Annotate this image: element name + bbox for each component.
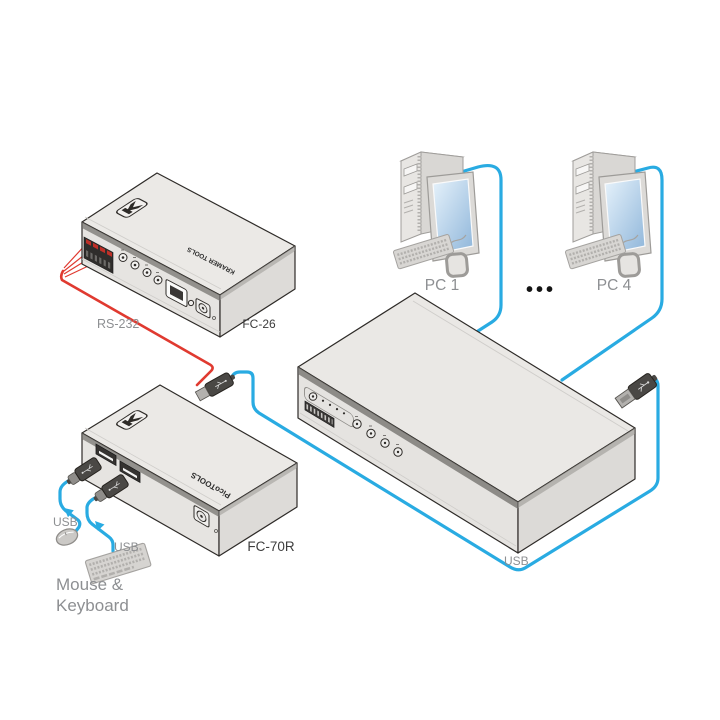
fc26-front-bevel bbox=[82, 222, 220, 301]
keyboard-cable-arrow-icon bbox=[95, 521, 105, 531]
keyboard bbox=[84, 542, 152, 585]
rs232-cable-label: RS-232 bbox=[97, 317, 139, 331]
pc4-usb-cable bbox=[560, 165, 664, 382]
fc70r-label: FC-70R bbox=[247, 539, 295, 554]
usb-cables bbox=[230, 163, 664, 572]
fc26-front-seam bbox=[81, 258, 221, 333]
usb-main-label: USB bbox=[504, 554, 529, 568]
rs232-wire-fan bbox=[63, 241, 104, 278]
fc26-power-jack bbox=[195, 298, 211, 319]
usb-keyboard-label: USB bbox=[114, 540, 139, 554]
usb-plug-fc70r-rear bbox=[194, 372, 235, 402]
fc26-screw bbox=[212, 316, 216, 320]
switcher-front-seam bbox=[299, 412, 517, 547]
switcher-right-bevel bbox=[518, 428, 635, 508]
switcher-lid-seam bbox=[412, 300, 629, 432]
mouse-keyboard-label-line1: Mouse & bbox=[56, 575, 124, 594]
fc70r-front-bevel bbox=[82, 433, 219, 517]
fc26-right-bevel bbox=[220, 246, 295, 300]
pc-ellipsis: ••• bbox=[526, 279, 556, 301]
fc26-ir-jacks bbox=[118, 249, 163, 285]
switcher-unit bbox=[297, 292, 636, 554]
pc1-label: PC 1 bbox=[425, 277, 459, 294]
fc26-terminal-block bbox=[83, 236, 114, 274]
mouse bbox=[55, 528, 79, 546]
fc26-ethernet-port bbox=[165, 279, 188, 307]
fc70r-unit: PicoTOOLS bbox=[81, 384, 298, 557]
switcher-terminal-block bbox=[304, 400, 335, 428]
fc26-unit: KRAMER TOOLS bbox=[81, 172, 296, 338]
switcher-buttons bbox=[352, 416, 403, 457]
usb-plug-switcher bbox=[614, 373, 658, 409]
fc26-label: FC-26 bbox=[242, 317, 276, 331]
usb-mouse-label: USB bbox=[53, 515, 78, 529]
fc70r-switcher-usb-cable bbox=[230, 370, 660, 572]
fc70r-screw bbox=[214, 529, 218, 533]
switcher-right-face bbox=[517, 427, 636, 554]
keyboard-usb-cable bbox=[85, 495, 115, 553]
switcher-front-bevel bbox=[298, 367, 518, 509]
switcher-jack-pin bbox=[311, 395, 315, 398]
mouse-cable-arrow-icon bbox=[64, 508, 74, 518]
switcher-indicator-leds bbox=[321, 399, 346, 415]
rs232-cable-run bbox=[59, 269, 214, 387]
fc70r-right-bevel bbox=[219, 463, 297, 516]
mouse-usb-cable bbox=[58, 478, 82, 533]
fc70r-usb-port-1 bbox=[95, 443, 117, 467]
fc70r-usb-port-2 bbox=[119, 460, 141, 484]
peripheral-cables bbox=[58, 478, 115, 553]
fc70r-lid-seam bbox=[84, 427, 222, 506]
pc1-usb-cable bbox=[459, 163, 503, 333]
fc70r-power-jack bbox=[193, 505, 210, 528]
mouse-keyboard-label-line2: Keyboard bbox=[56, 596, 129, 615]
rs232-cable bbox=[59, 241, 214, 387]
fc26-lid-seam bbox=[84, 216, 222, 290]
fc26-reset-button bbox=[187, 299, 195, 307]
pc4-label: PC 4 bbox=[597, 277, 632, 294]
